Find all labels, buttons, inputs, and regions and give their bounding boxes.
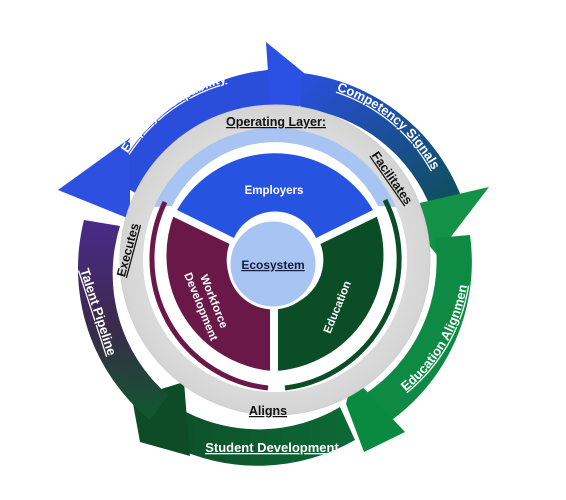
ecosystem-core — [227, 218, 319, 310]
cycle-arc-left — [77, 220, 168, 420]
employers-label: Employers — [245, 185, 304, 197]
inner-wheel — [143, 127, 407, 392]
aligns-label: Aligns — [249, 404, 287, 418]
employers-segment — [177, 153, 373, 238]
cycle-arrowhead-teal-green — [398, 187, 489, 255]
education-segment — [274, 211, 388, 376]
ecosystem-label: Ecosystem — [241, 258, 304, 272]
cycle-arrowhead-purple — [58, 138, 130, 219]
cycle-arc-teal — [300, 73, 461, 211]
operating-layer-label: Operating Layer: — [226, 115, 326, 129]
cycle-arrowhead-green — [346, 377, 405, 452]
student-development-label: Student Development — [205, 440, 339, 455]
cycle-arc-dark-green — [170, 407, 355, 466]
employers-outer-band — [154, 127, 396, 207]
cycle-arc-green — [362, 235, 472, 428]
